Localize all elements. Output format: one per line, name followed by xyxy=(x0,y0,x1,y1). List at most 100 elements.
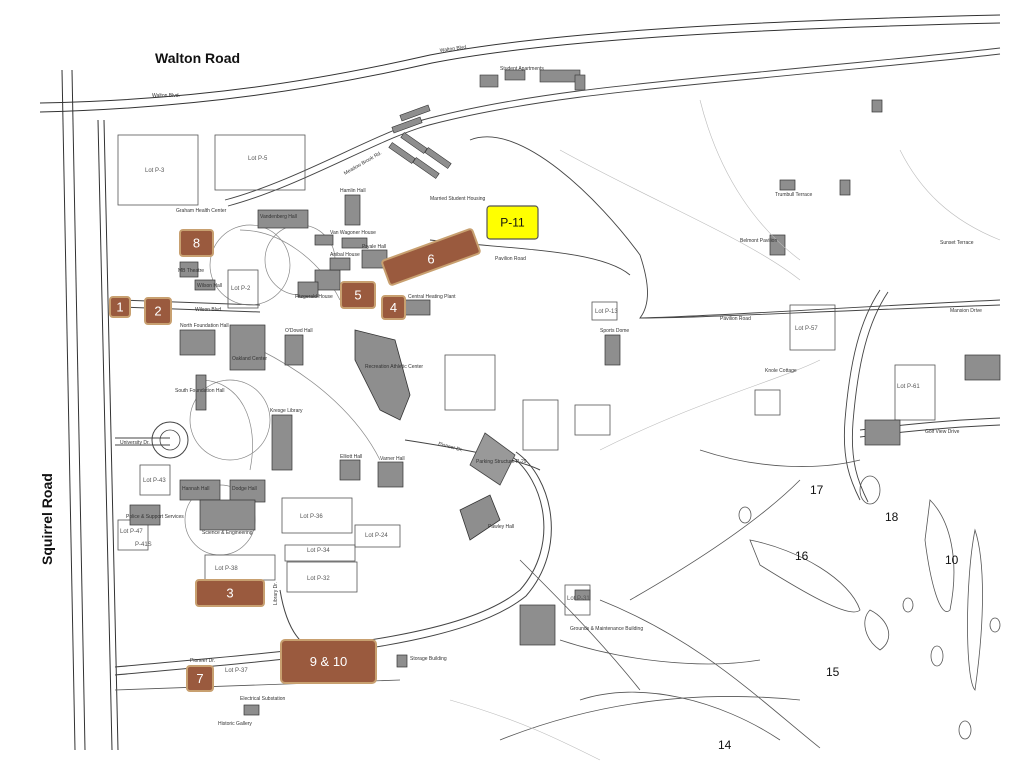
sunset-label: Sunset Terrace xyxy=(940,240,974,246)
pawley-hall-shape xyxy=(459,494,501,541)
squirrel-road-label: Squirrel Road xyxy=(39,473,55,565)
lot-p37-label: Lot P-37 xyxy=(225,668,248,674)
golf-hole-15: 15 xyxy=(826,665,840,679)
pawley-label: Pawley Hall xyxy=(488,524,514,530)
svg-text:1: 1 xyxy=(116,300,123,315)
lot-p24-label: Lot P-24 xyxy=(365,533,388,539)
rec-center-label: Recreation Athletic Center xyxy=(365,364,423,370)
roundabout xyxy=(151,421,189,459)
sports-dome-label: Sports Dome xyxy=(600,328,629,334)
golf-hole-numbers: 17 18 16 10 15 14 xyxy=(718,483,959,752)
varner-label: Varner Hall xyxy=(380,456,405,462)
ball-fields xyxy=(444,354,781,451)
north-foundation-label: North Foundation Hall xyxy=(180,323,229,329)
svg-text:2: 2 xyxy=(154,304,161,319)
police-label: Police & Support Services xyxy=(126,514,184,520)
pioneer-dr-south-label: Pioneer Dr. xyxy=(190,658,215,664)
lot-p32-label: Lot P-32 xyxy=(307,576,330,582)
golf-hole-18: 18 xyxy=(885,510,899,524)
dodge-label: Dodge Hall xyxy=(232,486,257,492)
parking-marker-2[interactable]: 2 xyxy=(144,297,172,325)
golf-course xyxy=(579,449,1001,741)
mansion-drive-label: Mansion Drive xyxy=(950,308,982,314)
oakland-center-label: Oakland Center xyxy=(232,356,267,362)
lot-p41s-label: P-41S xyxy=(135,542,152,548)
walton-blvd-label: Walton Blvd. xyxy=(439,44,467,54)
campus-buildings xyxy=(129,99,1001,716)
parking-marker-3[interactable]: 3 xyxy=(195,579,265,607)
student-apts-label: Student Apartments xyxy=(500,66,544,72)
parking-highlight-p11[interactable]: P-11 xyxy=(486,205,539,240)
parking-marker-9-10[interactable]: 9 & 10 xyxy=(280,639,377,684)
lot-p5-label: Lot P-5 xyxy=(248,156,268,162)
pavilion-road-east-label: Pavilion Road xyxy=(720,316,751,322)
parking-marker-7[interactable]: 7 xyxy=(186,665,214,692)
wilson-blvd-label: Wilson Blvd. xyxy=(195,307,223,313)
svg-text:4: 4 xyxy=(390,300,397,315)
graham-label: Graham Health Center xyxy=(176,208,227,214)
parking-marker-4[interactable]: 4 xyxy=(381,295,406,320)
golf-hole-16: 16 xyxy=(795,549,809,563)
lot-p47-label: Lot P-47 xyxy=(120,529,143,535)
storage-label: Storage Building xyxy=(410,656,447,662)
squirrel-rd-road xyxy=(61,69,119,751)
lot-p13-label: Lot P-13 xyxy=(595,309,618,315)
parking-marker-6[interactable]: 6 xyxy=(381,228,481,286)
golf-hole-14: 14 xyxy=(718,738,732,752)
historic-gallery-label: Historic Gallery xyxy=(218,721,252,727)
lot-p3-label: Lot P-3 xyxy=(145,168,165,174)
lot-p57-label: Lot P-57 xyxy=(795,326,818,332)
golf-hole-10: 10 xyxy=(945,553,959,567)
vandenberg-label: Vandenberg Hall xyxy=(260,214,297,220)
lot-p36-label: Lot P-36 xyxy=(300,514,323,520)
central-heating-label: Central Heating Plant xyxy=(408,294,456,300)
walton-road-label: Walton Road xyxy=(155,50,240,66)
housing-rows xyxy=(388,69,586,179)
pryale-label: Pryale Hall xyxy=(362,244,386,250)
mb-theatre-label: MB Theatre xyxy=(178,268,204,274)
substation-label: Electrical Substation xyxy=(240,696,286,702)
svg-text:6: 6 xyxy=(427,252,434,267)
lot-p38-label: Lot P-38 xyxy=(215,566,238,572)
trumbull-label: Trumbull Terrace xyxy=(775,192,812,198)
parking-structure-label: Parking Structure P-29 xyxy=(476,459,527,465)
parking-lots xyxy=(117,134,936,616)
pavilion-road-label: Pavilion Road xyxy=(495,256,526,262)
parking-marker-5[interactable]: 5 xyxy=(340,281,376,309)
university-dr-label: University Dr. xyxy=(120,440,150,446)
parking-marker-1[interactable]: 1 xyxy=(109,296,131,318)
svg-text:8: 8 xyxy=(193,236,200,251)
wilson-hall-label: Wilson Hall xyxy=(197,283,222,289)
svg-text:9 & 10: 9 & 10 xyxy=(310,654,348,669)
lot-p43-label: Lot P-43 xyxy=(143,478,166,484)
parking-marker-8[interactable]: 8 xyxy=(179,229,214,257)
science-label: Science & Engineering xyxy=(202,530,253,536)
lot-p31-label: Lot P-31 xyxy=(567,596,590,602)
walton-blvd-left-label: Walton Blvd. xyxy=(152,93,180,99)
lot-p61-label: Lot P-61 xyxy=(897,384,920,390)
elliott-label: Elliott Hall xyxy=(340,454,362,460)
van-wagoner-label: Van Wagoner House xyxy=(330,230,376,236)
kresge-label: Kresge Library xyxy=(270,408,303,414)
walton-blvd-road xyxy=(39,14,1001,113)
lot-p2-label: Lot P-2 xyxy=(231,286,251,292)
hannah-label: Hannah Hall xyxy=(182,486,210,492)
odowd-label: O'Dowd Hall xyxy=(285,328,313,334)
trails xyxy=(449,99,1001,761)
fitzgerald-label: Fitzgerald House xyxy=(295,294,333,300)
svg-text:7: 7 xyxy=(196,671,203,686)
grounds-label: Grounds & Maintenance Building xyxy=(570,626,643,632)
svg-text:5: 5 xyxy=(354,288,361,303)
anibal-label: Anibal House xyxy=(330,252,360,258)
recreation-center xyxy=(354,329,411,421)
building-labels: Vandenberg Hall Graham Health Center Ham… xyxy=(126,66,974,727)
south-foundation-label: South Foundation Hall xyxy=(175,388,224,394)
golf-view-drive-label: Golf View Drive xyxy=(925,429,960,435)
golf-hole-17: 17 xyxy=(810,483,824,497)
library-dr-label: Library Dr. xyxy=(273,582,279,605)
belmont-label: Belmont Pavilion xyxy=(740,238,777,244)
svg-text:3: 3 xyxy=(226,586,233,601)
knole-label: Knole Cottage xyxy=(765,368,797,374)
married-housing-label: Married Student Housing xyxy=(430,196,486,202)
